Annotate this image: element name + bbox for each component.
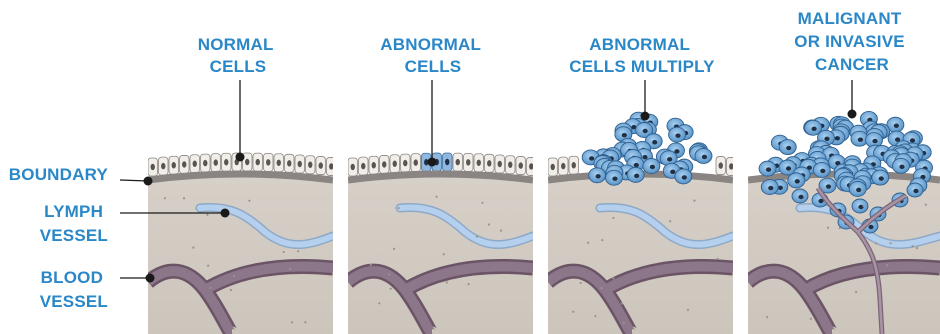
cell-nucleus [622,133,627,137]
cell-nucleus [372,162,376,168]
cell-nucleus [151,164,155,170]
cell-nucleus [786,166,791,170]
panel-abnormal-cells [348,153,536,334]
cell-nucleus [572,162,576,168]
stage-title-malignant: MALIGNANT OR INVASIVE CANCER [794,9,909,74]
cell-nucleus [786,146,791,150]
cell-nucleus [835,136,840,140]
stage-title-multiply: ABNORMAL CELLS MULTIPLY [569,35,715,76]
side-labels: BOUNDARY LYMPH VESSEL BLOOD VESSEL [9,165,109,311]
cell-nucleus [856,188,861,192]
panel-normal-cells [148,153,336,334]
cell-nucleus [266,159,270,165]
cell-nucleus [182,161,186,167]
cell-nucleus [214,159,218,165]
cell-nucleus [561,163,565,169]
cell-nucleus [719,162,723,168]
stage-title-abnormal: ABNORMAL CELLS [380,35,485,76]
cell-nucleus [193,161,197,167]
cell-nucleus [245,159,249,165]
cell-nucleus [393,161,397,167]
cell-nucleus [879,176,884,180]
cell-nucleus [634,174,639,178]
cell-nucleus [650,165,655,169]
cell-nucleus [477,160,481,166]
cell-nucleus [670,170,675,174]
cell-nucleus [308,162,312,168]
cell-nucleus [826,184,831,188]
cell-nucleus [643,129,648,133]
cell-nucleus [913,189,918,193]
cell-nucleus [729,163,733,169]
lymph-vessel-label: LYMPH VESSEL [40,202,108,245]
cell-nucleus [872,139,877,143]
cell-nucleus [702,155,707,159]
cell-nucleus [675,133,680,137]
cell-nucleus [766,167,771,171]
cell-nucleus [894,124,899,128]
cell-nucleus [351,164,355,170]
cell-nucleus [224,159,228,165]
cell-nucleus [172,162,176,168]
cell-nucleus [596,174,601,178]
cell-nucleus [868,225,873,229]
cell-nucleus [589,156,594,160]
cell-nucleus [899,165,904,169]
cell-nucleus [161,163,165,169]
stage-titles: NORMAL CELLS ABNORMAL CELLS ABNORMAL CEL… [198,9,910,76]
cell-nucleus [277,160,281,166]
cell-nucleus [487,160,491,166]
stage-title-normal: NORMAL CELLS [198,35,278,76]
cell-nucleus [551,164,555,170]
cell-nucleus [652,140,657,144]
cell-nucleus [382,161,386,167]
cell-nucleus [287,160,291,166]
cell-nucleus [667,157,672,161]
cell-nucleus [445,159,449,165]
cell-nucleus [682,175,687,179]
cell-nucleus [414,159,418,165]
cell-nucleus [519,162,523,168]
cell-nucleus [811,127,816,131]
panel-abnormal-cells-multiply [548,112,736,334]
cell-nucleus [203,160,207,166]
cell-nucleus [466,159,470,165]
blood-vessel-label: BLOOD VESSEL [40,268,108,311]
cell-nucleus [256,159,260,165]
cell-nucleus [910,138,915,142]
cell-nucleus [298,161,302,167]
cell-nucleus [329,163,333,169]
cell-nucleus [498,161,502,167]
cell-nucleus [858,138,863,142]
cell-nucleus [529,163,533,169]
cell-nucleus [319,162,323,168]
cell-nucleus [612,177,617,181]
cell-nucleus [634,163,639,167]
boundary-label: BOUNDARY [9,165,109,184]
cell-nucleus [768,186,773,190]
cell-nucleus [403,160,407,166]
cell-nucleus [361,163,365,169]
cell-nucleus [508,162,512,168]
cell-nucleus [642,155,647,159]
cell-nucleus [798,195,803,199]
cell-nucleus [456,159,460,165]
cell-nucleus [824,137,829,141]
cell-nucleus [795,179,800,183]
panel-malignant-cancer [748,111,940,334]
cell-nucleus [820,169,825,173]
